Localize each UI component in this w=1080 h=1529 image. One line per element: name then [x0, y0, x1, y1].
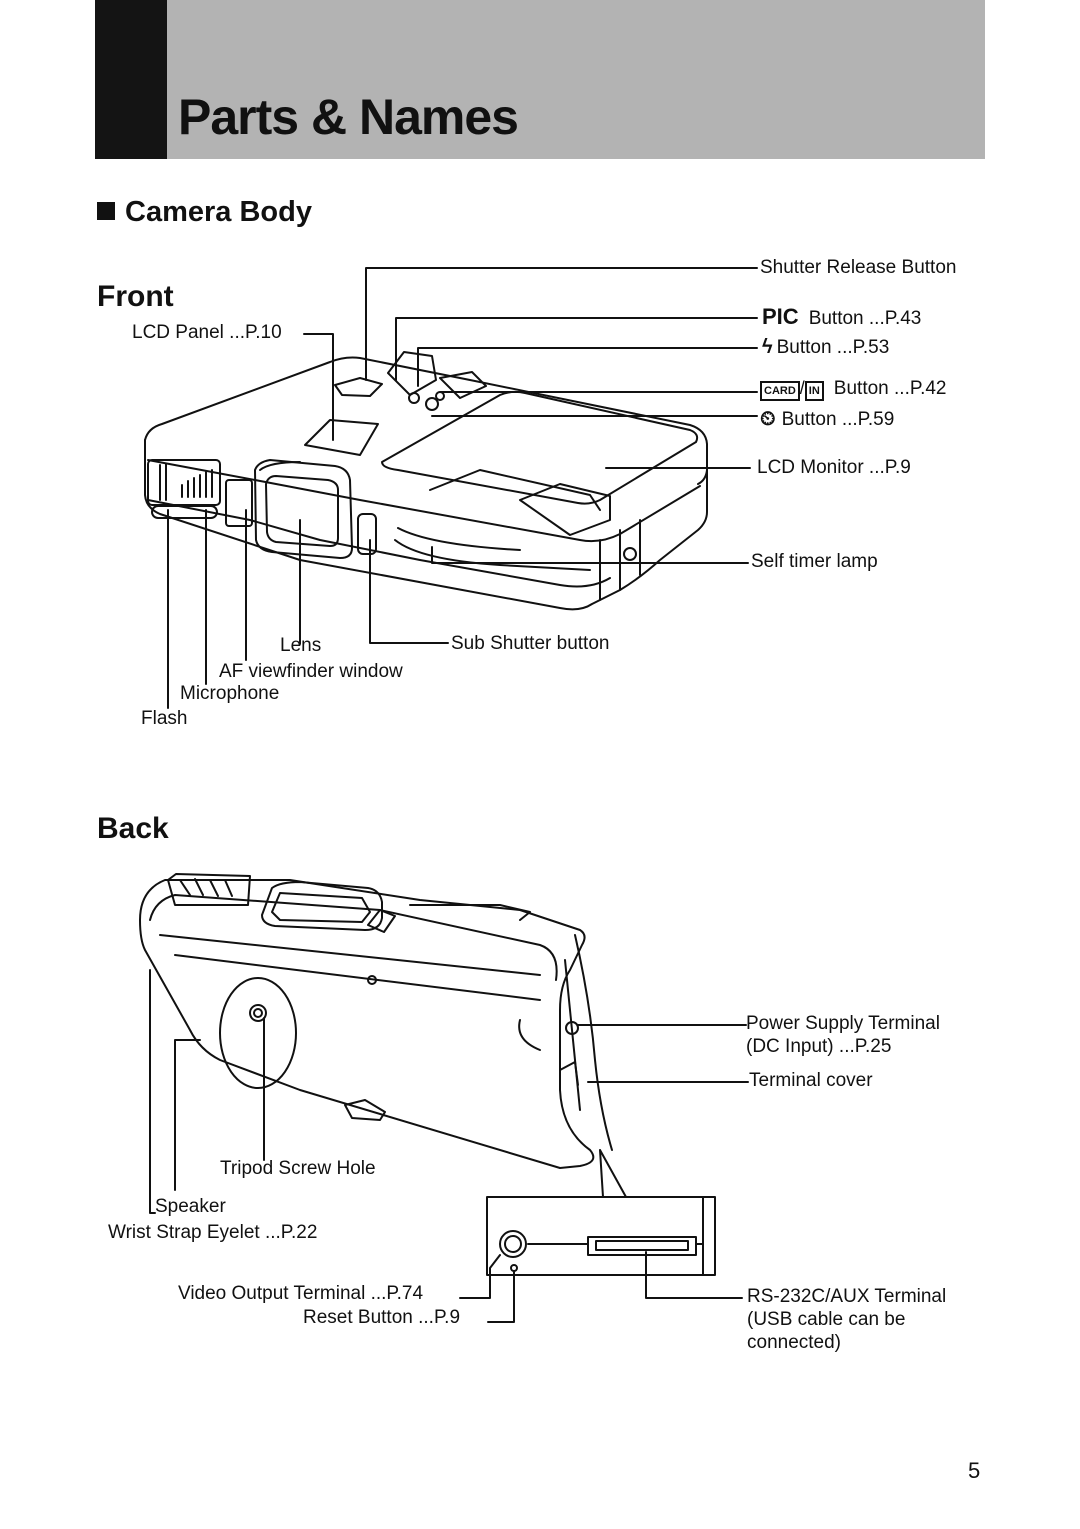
label-rs232-usb: (USB cable can be: [747, 1309, 906, 1330]
label-flash: Flash: [141, 708, 188, 729]
label-wrist-strap: Wrist Strap Eyelet ...P.22: [108, 1222, 318, 1243]
leader-video-out: [459, 1254, 501, 1299]
page-number: 5: [968, 1458, 981, 1483]
label-microphone: Microphone: [180, 683, 280, 704]
leader-reset: [487, 1271, 515, 1323]
terminal-panel: [486, 1196, 716, 1276]
pic-icon: PIC: [762, 304, 799, 329]
leader-flash-button: [417, 347, 758, 387]
in-icon: IN: [804, 381, 824, 401]
label-speaker: Speaker: [155, 1196, 226, 1217]
page-title: Parts & Names: [178, 89, 519, 145]
label-video-out: Video Output Terminal ...P.74: [178, 1283, 424, 1304]
label-sub-shutter: Sub Shutter button: [451, 633, 610, 654]
label-pic-button: PIC Button ...P.43: [762, 304, 921, 330]
back-camera-illustration: [139, 873, 613, 1169]
label-af-window: AF viewfinder window: [219, 661, 403, 682]
leader-self-timer: [431, 546, 749, 564]
label-lcd-panel: LCD Panel ...P.10: [132, 322, 282, 343]
label-rs232: RS-232C/AUX Terminal: [747, 1286, 947, 1307]
leader-rs232: [645, 1251, 743, 1299]
label-rs232-connected: connected): [747, 1332, 842, 1353]
lightning-icon: ϟ: [762, 336, 773, 358]
label-timer-button: ⏲Button ...P.59: [760, 408, 894, 431]
section-title: Camera Body: [125, 196, 312, 228]
leader-speaker: [174, 1039, 201, 1191]
back-heading: Back: [97, 812, 169, 845]
card-icon: CARD: [760, 381, 800, 401]
square-bullet-icon: [97, 202, 115, 220]
label-terminal-cover: Terminal cover: [749, 1070, 873, 1091]
label-shutter-release: Shutter Release Button: [760, 257, 957, 278]
flash-button-text: Button ...P.53: [776, 337, 890, 358]
self-timer-icon: ⏲: [760, 408, 776, 430]
leader-shutter-release: [365, 267, 758, 381]
leader-sub-shutter: [369, 539, 449, 644]
front-camera-illustration: [144, 351, 708, 611]
label-lcd-monitor: LCD Monitor ...P.9: [757, 457, 911, 478]
pic-button-text: Button ...P.43: [808, 308, 922, 329]
leader-lcd-panel: [303, 333, 334, 441]
front-heading: Front: [97, 280, 174, 313]
timer-button-text: Button ...P.59: [781, 409, 895, 430]
card-in-button-text: Button ...P.42: [833, 378, 947, 399]
label-tripod: Tripod Screw Hole: [220, 1158, 376, 1179]
section-heading: Camera Body: [97, 196, 312, 229]
header-gray-band: [167, 0, 985, 159]
label-reset: Reset Button ...P.9: [303, 1307, 461, 1328]
label-power-supply-dc: (DC Input) ...P.25: [746, 1036, 892, 1057]
header-black-block: [95, 0, 167, 159]
label-self-timer-lamp: Self timer lamp: [751, 551, 878, 572]
label-power-supply: Power Supply Terminal: [746, 1013, 940, 1034]
leader-pic: [395, 317, 758, 381]
label-lens: Lens: [280, 635, 322, 656]
leader-wrist-strap: [149, 969, 156, 1214]
